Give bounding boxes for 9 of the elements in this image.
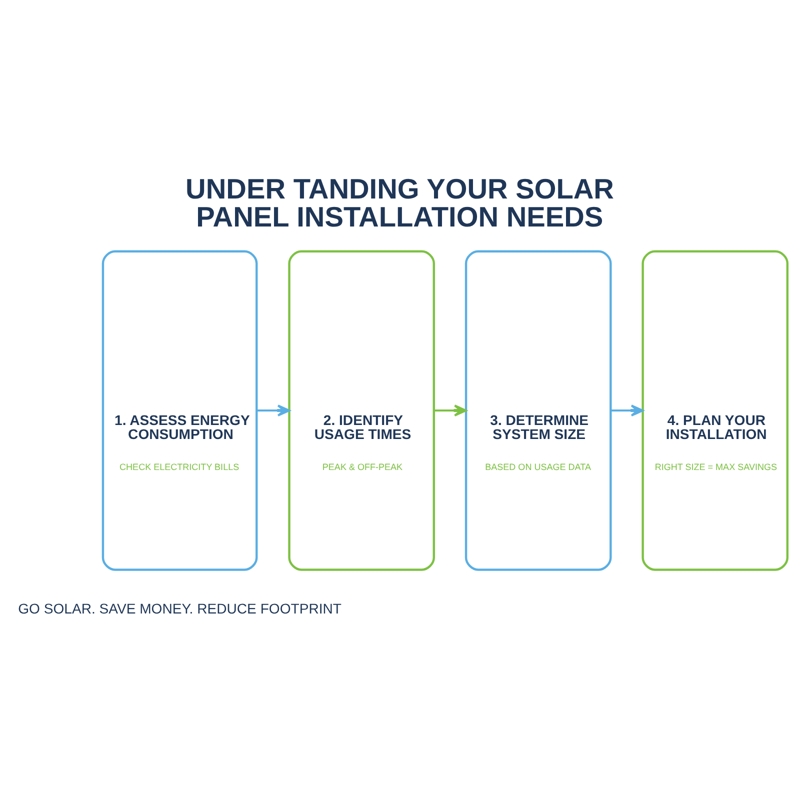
diagram-title: UNDER TANDING YOUR SOLAR PANEL INSTALLATION NEEDS: [186, 173, 614, 232]
arrow: [610, 404, 644, 416]
node-box: 3. DETERMINE SYSTEM SIZE BASED ON USAGE DATA: [464, 250, 612, 570]
arrow: [434, 404, 467, 416]
node-box: 4. PLAN YOUR INSTALLATION RIGHT SIZE = MAX SAVINGS: [642, 250, 789, 570]
arrow: [256, 404, 290, 416]
label: GO SOLAR. SAVE MONEY. REDUCE FOOTPRINT: [18, 600, 342, 616]
node-box: 1. ASSESS ENERGY CONSUMPTION CHECK ELECTRICITY BILLS: [102, 250, 258, 570]
node-box: 2. IDENTIFY USAGE TIMES PEAK & OFF-PEAK: [288, 250, 435, 570]
